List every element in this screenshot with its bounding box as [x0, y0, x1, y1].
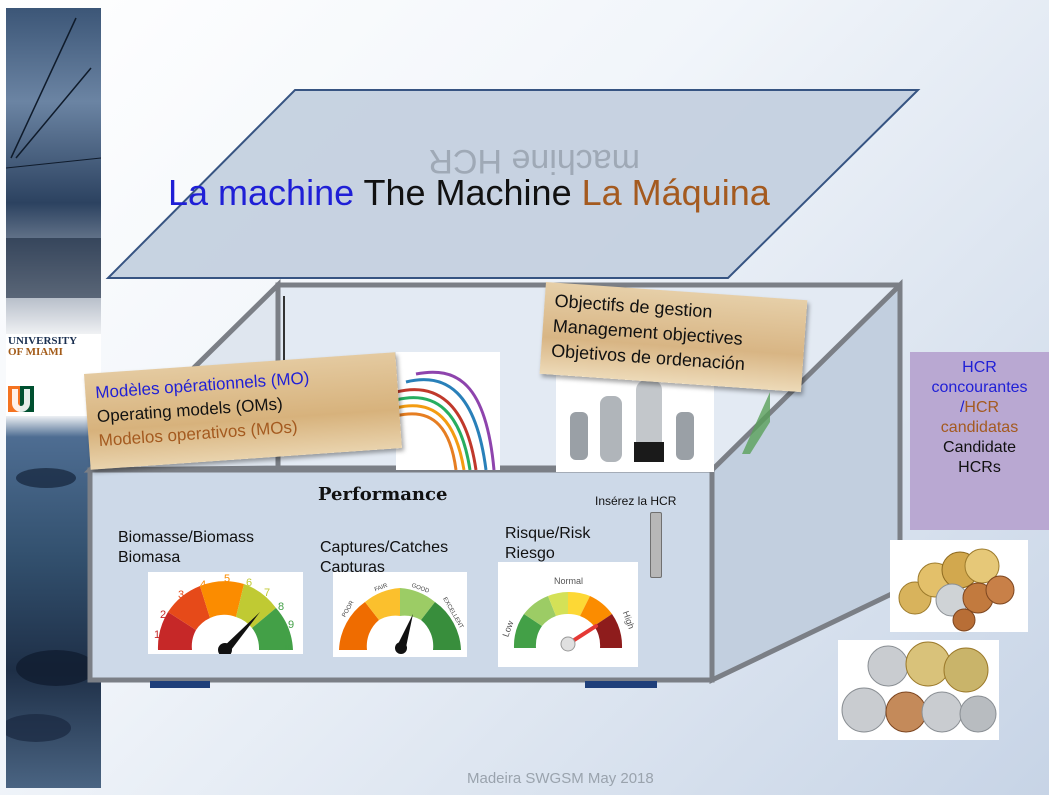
hcr-line2: concourantes — [931, 379, 1028, 396]
wires-image — [396, 352, 500, 470]
gauge-risk-label: Risque/Risk Riesgo — [505, 524, 590, 564]
lid-reflection-text: machine HCR — [428, 142, 640, 180]
biomass-tick-3: 3 — [178, 589, 184, 601]
euro-coins-image — [890, 540, 1028, 632]
hcr-line6: HCRs — [958, 459, 1001, 476]
fishing-rods-image — [1, 17, 102, 742]
biomass-tick-2: 2 — [160, 609, 166, 621]
insert-hcr-label: Insérez la HCR — [595, 494, 677, 508]
biomass-tick-6: 6 — [246, 577, 252, 589]
vacuum-tubes-image — [556, 372, 714, 472]
candidate-hcr-text: HCR concourantes /HCR candidatas Candida… — [910, 358, 1049, 478]
slide-title: La machine The Machine La Máquina — [168, 172, 770, 214]
management-objectives-note: Objectifs de gestion Management objectiv… — [539, 282, 808, 393]
university-line2: OF MIAMI — [8, 346, 63, 358]
risk-gauge: Low Normal High — [498, 562, 638, 667]
biomass-tick-labels: 1 2 3 4 5 6 7 8 9 10 — [154, 573, 294, 652]
university-logo-text: UNIVERSITY OF MIAMI — [8, 336, 77, 358]
university-line1: UNIVERSITY — [8, 335, 78, 347]
gauge-catches-label: Captures/Catches Capturas — [320, 538, 448, 578]
title-french: La machine — [168, 172, 355, 213]
performance-heading: Performance — [318, 484, 448, 505]
risk-tick-low: Low — [500, 619, 515, 638]
biomass-gauge: 1 2 3 4 5 6 7 8 9 10 — [148, 572, 303, 654]
biomass-needle — [220, 612, 260, 654]
title-spanish: La Máquina — [581, 172, 770, 213]
catches-tick-fair: FAIR — [374, 583, 389, 593]
hcr-line1: HCR — [962, 359, 997, 376]
catches-gauge: POOR FAIR GOOD EXCELLENT — [333, 572, 467, 657]
biomass-tick-5: 5 — [224, 573, 230, 585]
risk-tick-high: High — [621, 610, 637, 631]
hcr-insert-slot[interactable] — [650, 512, 662, 578]
footer-text: Madeira SWGSM May 2018 — [467, 770, 654, 787]
u-logo-icon — [8, 386, 34, 412]
gauge-risk-label-line2: Riesgo — [505, 545, 555, 562]
biomass-tick-10: 10 — [284, 645, 292, 652]
biomass-tick-7: 7 — [264, 587, 270, 599]
gauge-catches-label-line2: Capturas — [320, 559, 385, 576]
hcr-line3-prefix: / — [959, 399, 965, 416]
biomass-tick-4: 4 — [200, 579, 206, 591]
hcr-line3: HCR — [964, 399, 1000, 416]
hcr-line4: candidatas — [940, 419, 1019, 436]
gauge-biomass-label: Biomasse/Biomass Biomasa — [118, 528, 254, 568]
biomass-tick-9: 9 — [288, 619, 294, 631]
gauge-risk-label-line1: Risque/Risk — [505, 525, 591, 542]
gauge-catches-label-line1: Captures/Catches — [320, 539, 449, 556]
candidate-hcr-panel — [910, 352, 1049, 530]
box-foot-right — [585, 681, 657, 688]
biomass-tick-8: 8 — [278, 601, 284, 613]
canadian-coins-image — [838, 640, 999, 740]
risk-tick-normal: Normal — [554, 576, 583, 586]
hcr-line5: Candidate — [943, 439, 1016, 456]
gauge-biomass-label-line1: Biomasse/Biomass — [118, 529, 255, 546]
gauge-biomass-label-line2: Biomasa — [118, 549, 181, 566]
biomass-tick-1: 1 — [154, 629, 160, 641]
circuit-board-image — [742, 392, 770, 454]
title-english: The Machine — [363, 172, 572, 213]
box-foot-left — [150, 681, 210, 688]
